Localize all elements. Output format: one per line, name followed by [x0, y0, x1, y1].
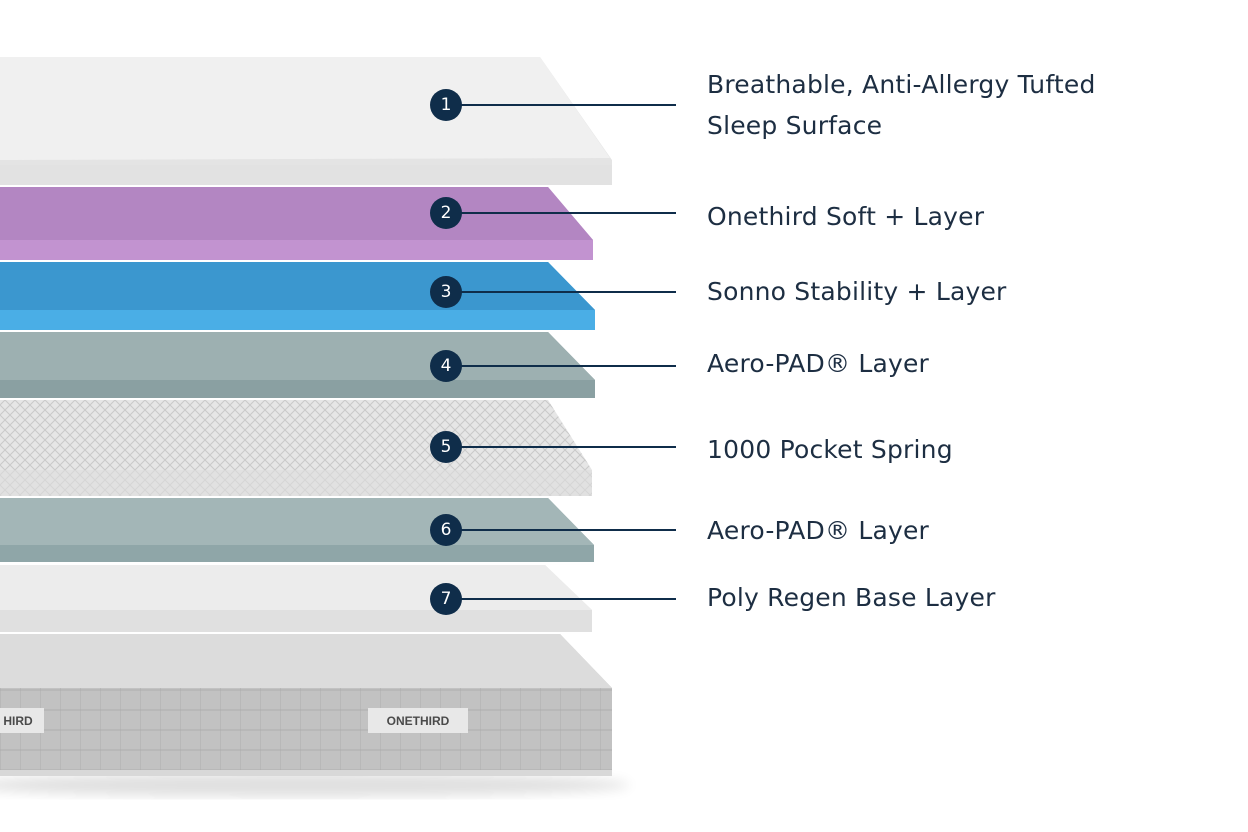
callout-number-6: 6	[441, 520, 452, 540]
callout-number-3: 3	[441, 282, 452, 302]
brand-tag	[368, 708, 468, 733]
layer-sonno-stability	[0, 262, 595, 330]
callout-marker-7	[430, 583, 462, 615]
layer-label-6: Aero-PAD® Layer	[707, 516, 930, 545]
layer-label-2: Onethird Soft + Layer	[707, 202, 985, 231]
mattress-base: ONETHIRD HIRD	[0, 634, 630, 797]
callout-marker-3	[430, 276, 462, 308]
callout-number-1: 1	[441, 95, 452, 115]
callout-number-2: 2	[441, 203, 452, 223]
callout-marker-4	[430, 350, 462, 382]
layer-label-7: Poly Regen Base Layer	[707, 583, 996, 612]
brand-tag-partial	[0, 708, 44, 733]
layer-onethird-soft	[0, 187, 593, 260]
layer-label-5: 1000 Pocket Spring	[707, 435, 953, 464]
callout-number-5: 5	[441, 437, 452, 457]
layer-tufted-sleep-surface	[0, 57, 612, 185]
layer-pocket-spring	[0, 400, 592, 496]
callout-marker-6	[430, 514, 462, 546]
callout-number-4: 4	[441, 356, 452, 376]
callout-markers	[430, 89, 462, 615]
layer-label-1: Breathable, Anti-Allergy Tufted Sleep Su…	[707, 70, 1096, 140]
layer-label-4: Aero-PAD® Layer	[707, 349, 930, 378]
brand-tag-text: ONETHIRD	[387, 714, 450, 728]
callout-marker-5	[430, 431, 462, 463]
layer-label-3: Sonno Stability + Layer	[707, 277, 1007, 306]
callout-marker-2	[430, 197, 462, 229]
callout-number-7: 7	[441, 589, 452, 609]
brand-tag-partial-text: HIRD	[3, 714, 33, 728]
callout-lines	[460, 104, 676, 600]
callout-marker-1	[430, 89, 462, 121]
